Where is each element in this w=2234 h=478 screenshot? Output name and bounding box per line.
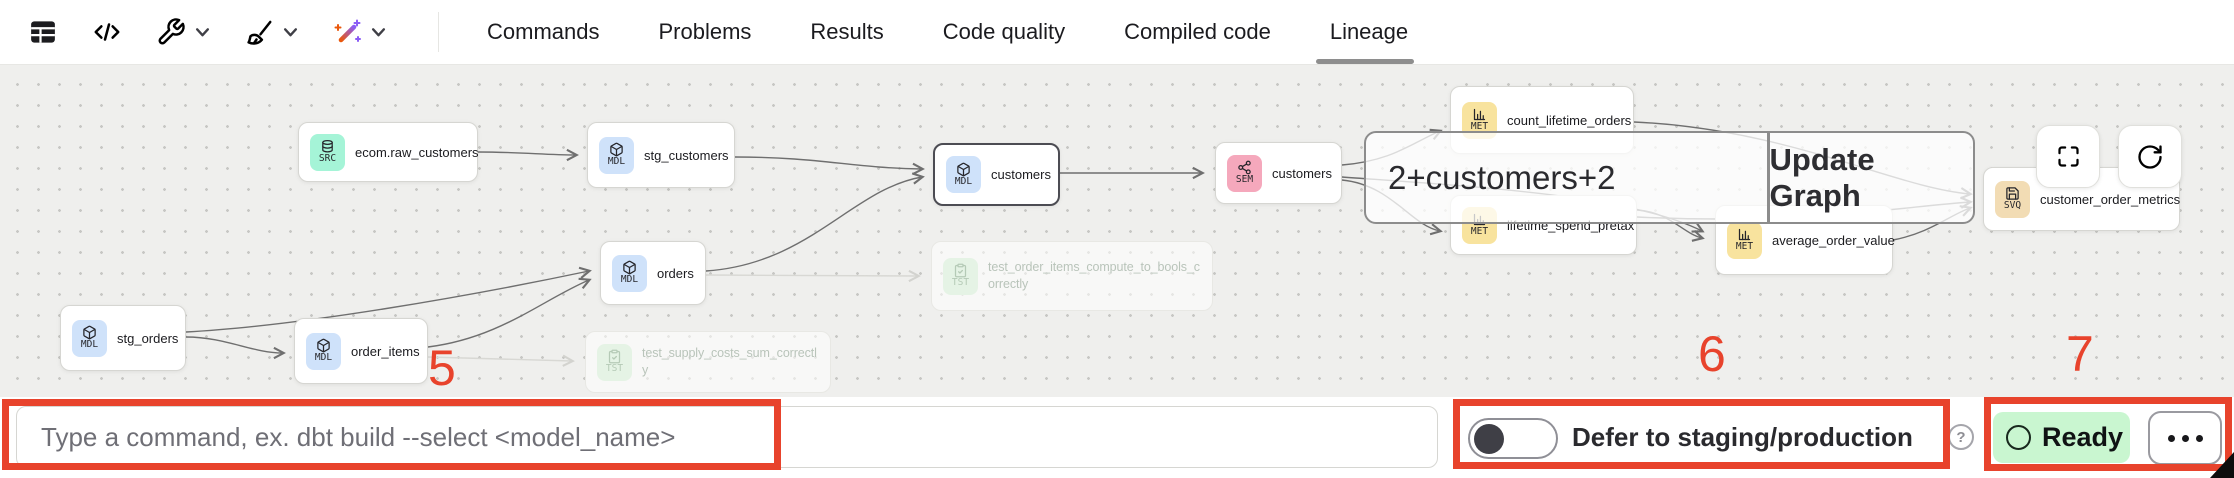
defer-label: Defer to staging/production (1572, 422, 1913, 452)
cube-icon: MDL (306, 332, 341, 370)
refresh-icon (2136, 143, 2164, 171)
toggle-knob (1474, 423, 1504, 454)
node-label: ecom.raw_customers (355, 144, 479, 160)
annotation-number-6: 6 (1698, 326, 1726, 382)
graph-selector-overlay: 2+customers+2 Update Graph (1364, 131, 1975, 224)
status-button[interactable]: Ready (1993, 412, 2130, 463)
fullscreen-button[interactable] (2036, 125, 2100, 188)
toolbar: Commands Problems Results Code quality Compi… (0, 0, 2234, 65)
node-label: average_order_value (1772, 232, 1895, 248)
panel-tabs: Commands Problems Results Code quality Compi… (487, 0, 1415, 64)
node-test-order-items-compute-to-bools-correctly[interactable]: TST test_order_items_compute_to_bools_cor… (931, 241, 1213, 311)
tab-problems[interactable]: Problems (658, 0, 751, 64)
command-input[interactable] (16, 406, 1438, 468)
code-icon (92, 17, 122, 47)
fullscreen-icon (2055, 143, 2082, 170)
node-label: test_order_items_compute_to_bools_correc… (988, 259, 1200, 292)
cube-icon: MDL (612, 254, 647, 292)
refresh-button[interactable] (2118, 125, 2182, 188)
node-label: orders (657, 265, 694, 281)
toolbar-divider (438, 12, 439, 52)
bar-chart-icon: MET (1727, 221, 1762, 259)
wand-icon (332, 17, 362, 47)
broom-button[interactable] (244, 17, 298, 47)
tab-compiled-code[interactable]: Compiled code (1124, 0, 1271, 64)
node-customers-semantic[interactable]: SEM customers (1215, 142, 1342, 204)
broom-icon (244, 17, 274, 47)
tab-results[interactable]: Results (810, 0, 883, 64)
update-graph-button[interactable]: Update Graph (1769, 141, 1875, 213)
status-circle-icon (2006, 425, 2031, 450)
chevron-down-icon (283, 25, 298, 39)
annotation-number-7: 7 (2066, 326, 2094, 382)
node-order-items[interactable]: MDL order_items (294, 318, 428, 384)
node-label: customers (1272, 165, 1332, 181)
table-icon (28, 17, 58, 47)
ellipsis-icon (2167, 434, 2175, 442)
wrench-button[interactable] (156, 17, 210, 47)
clipboard-check-icon: TST (943, 257, 978, 295)
chevron-down-icon (195, 25, 210, 39)
tab-code-quality[interactable]: Code quality (943, 0, 1065, 64)
node-ecom-raw-customers[interactable]: SRC ecom.raw_customers (298, 122, 479, 182)
node-test-supply-costs-sum-correctly[interactable]: TST test_supply_costs_sum_correctly (585, 331, 831, 393)
node-label: stg_customers (644, 147, 729, 163)
ellipsis-icon (2195, 434, 2203, 442)
graph-selector-input[interactable]: 2+customers+2 (1388, 158, 1616, 196)
defer-toggle[interactable] (1468, 418, 1558, 459)
table-button[interactable] (28, 17, 58, 47)
cube-icon: MDL (72, 319, 107, 357)
tab-commands[interactable]: Commands (487, 0, 599, 64)
node-stg-customers[interactable]: MDL stg_customers (587, 122, 735, 188)
help-icon[interactable]: ? (1948, 424, 1974, 450)
node-label: customers (991, 167, 1051, 182)
share-icon: SEM (1227, 154, 1262, 192)
wand-button[interactable] (332, 17, 386, 47)
annotation-number-5: 5 (428, 340, 456, 396)
status-label: Ready (2042, 422, 2124, 452)
node-label: count_lifetime_orders (1507, 112, 1632, 128)
node-label: order_items (351, 343, 420, 359)
database-icon: SRC (310, 133, 345, 171)
clipboard-check-icon: TST (597, 343, 632, 381)
code-button[interactable] (92, 17, 122, 47)
more-options-button[interactable] (2148, 411, 2222, 465)
node-label: test_supply_costs_sum_correctly (642, 345, 817, 378)
save-icon: SVQ (1995, 180, 2030, 218)
node-label: customer_order_metrics (2040, 191, 2181, 207)
node-orders[interactable]: MDL orders (600, 241, 706, 305)
node-customers-model[interactable]: MDL customers (933, 143, 1060, 206)
node-label: stg_orders (117, 330, 179, 346)
node-stg-orders[interactable]: MDL stg_orders (60, 305, 186, 371)
cube-icon: MDL (599, 136, 634, 174)
chevron-down-icon (371, 25, 386, 39)
toolbar-icon-group (28, 0, 386, 64)
ellipsis-icon (2181, 434, 2189, 442)
command-bar: Defer to staging/production ? Ready (0, 397, 2234, 478)
wrench-icon (156, 17, 186, 47)
tab-lineage[interactable]: Lineage (1315, 0, 1415, 64)
cube-icon: MDL (946, 156, 981, 193)
selector-divider (1767, 133, 1770, 222)
